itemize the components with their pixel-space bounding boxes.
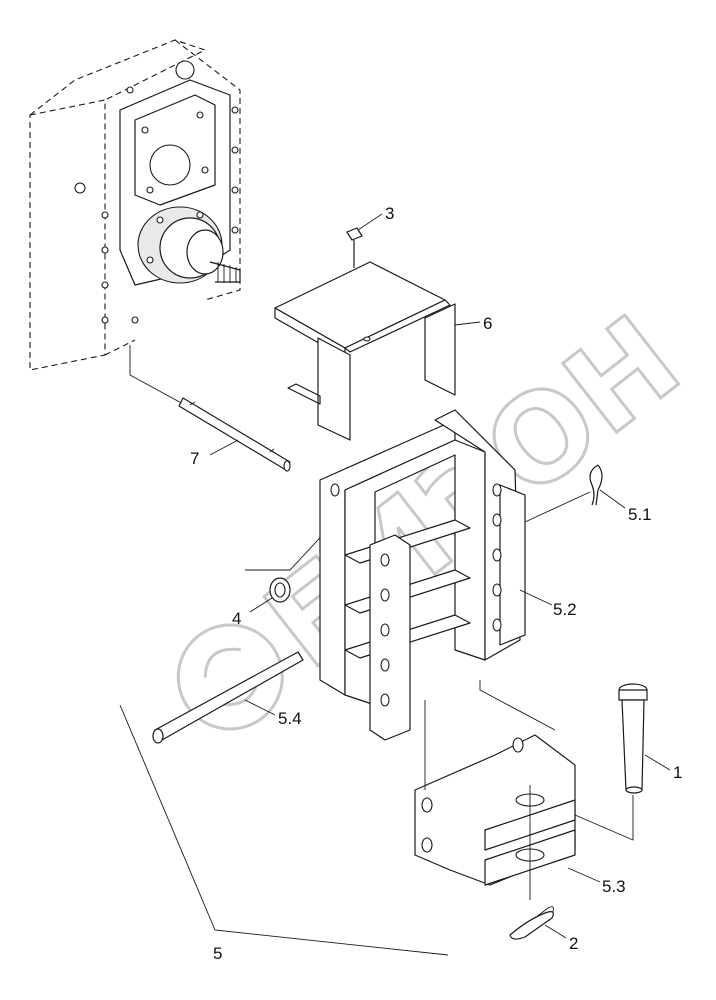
gearbox-housing (29, 39, 241, 371)
callout-4: 4 (232, 609, 242, 628)
bushing-part-4 (269, 577, 291, 603)
hitch-pin-part-1 (618, 683, 648, 794)
assembly-guide-line-5-1 (524, 491, 591, 523)
callout-5-2: 5.2 (553, 600, 577, 619)
callout-1: 1 (673, 763, 683, 782)
callout-2: 2 (569, 934, 579, 953)
callout-6: 6 (483, 314, 493, 333)
spring-clip-part-2 (509, 906, 554, 940)
callout-5-1: 5.1 (628, 505, 652, 524)
hitch-jaw-part-5-3 (414, 734, 576, 900)
callout-5-4: 5.4 (278, 709, 302, 728)
leader-line-1 (644, 754, 671, 771)
callout-3: 3 (385, 204, 395, 223)
hitch-frame-part-5-2 (319, 409, 526, 741)
pin-part-5-4 (152, 651, 304, 744)
callout-5: 5 (213, 944, 223, 963)
bolt-part-3 (346, 227, 363, 268)
clip-part-5-1 (589, 464, 603, 506)
leader-line-4 (249, 597, 273, 613)
leader-line-5-1 (599, 489, 626, 509)
assembly-bracket-5 (119, 704, 449, 956)
leader-line-6 (454, 321, 481, 326)
bracket-cover-part-6 (274, 261, 456, 441)
leader-line-5-3 (567, 867, 601, 883)
callout-5-3: 5.3 (602, 877, 626, 896)
leader-line-5-4 (244, 699, 276, 716)
assembly-guide-line (129, 345, 186, 406)
callout-7: 7 (190, 449, 200, 468)
assembly-guide-line-1 (574, 795, 634, 841)
leader-line-7 (209, 439, 239, 456)
leader-line-5-2 (519, 589, 553, 606)
shaft-part-7 (178, 397, 291, 472)
leader-line-2 (544, 924, 567, 939)
assembly-guide-line-5-3 (424, 680, 556, 790)
leader-line-3 (357, 213, 383, 231)
